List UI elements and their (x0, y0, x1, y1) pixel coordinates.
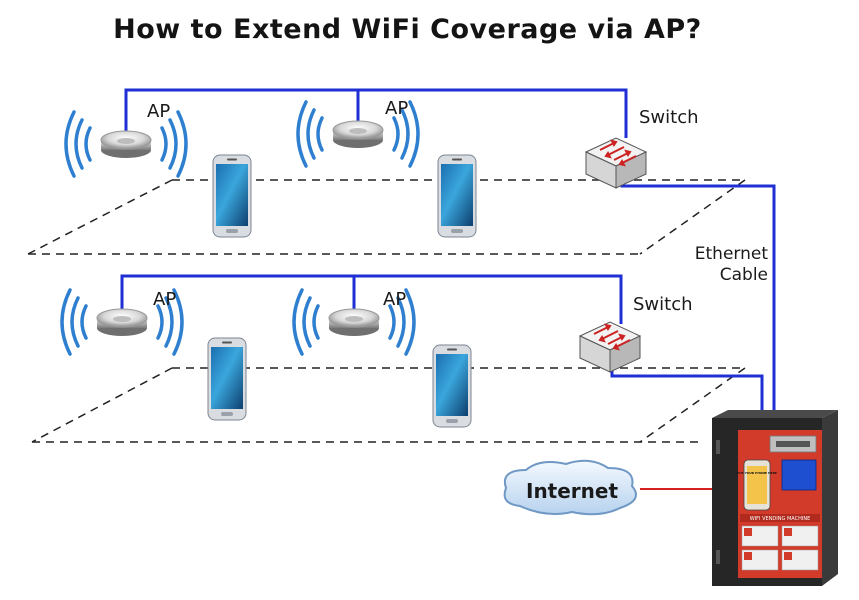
ap-label: AP (147, 101, 170, 122)
ap-label: AP (383, 289, 406, 310)
diagram-title: How to Extend WiFi Coverage via AP? (113, 14, 702, 45)
machine-screen-text: PUT YOUR PHONE HERE (737, 471, 777, 475)
lower-floor-outline (31, 367, 746, 443)
switch-label: Switch (633, 294, 693, 315)
internet-cloud-icon (503, 459, 637, 516)
switch-label: Switch (639, 107, 699, 128)
smartphone-icon (432, 344, 472, 428)
ethernet-cable-label-line2: Cable (720, 265, 768, 285)
network-switch-icon (579, 321, 641, 373)
ethernet-cables (120, 88, 776, 414)
upper-floor-outline (27, 179, 746, 255)
machine-panel-label: WIFI VENDING MACHINE (750, 516, 810, 522)
ap-label: AP (385, 98, 408, 119)
wifi-vending-machine: PUT YOUR PHONE HERE WIFI VENDING MACHINE (712, 410, 838, 586)
smartphone-icon (212, 154, 252, 238)
internet-label: Internet (526, 479, 618, 503)
ap-label: AP (153, 289, 176, 310)
ethernet-cable-label-line1: Ethernet (695, 244, 769, 264)
smartphone-icon (437, 154, 477, 238)
smartphone-icon (207, 337, 247, 421)
